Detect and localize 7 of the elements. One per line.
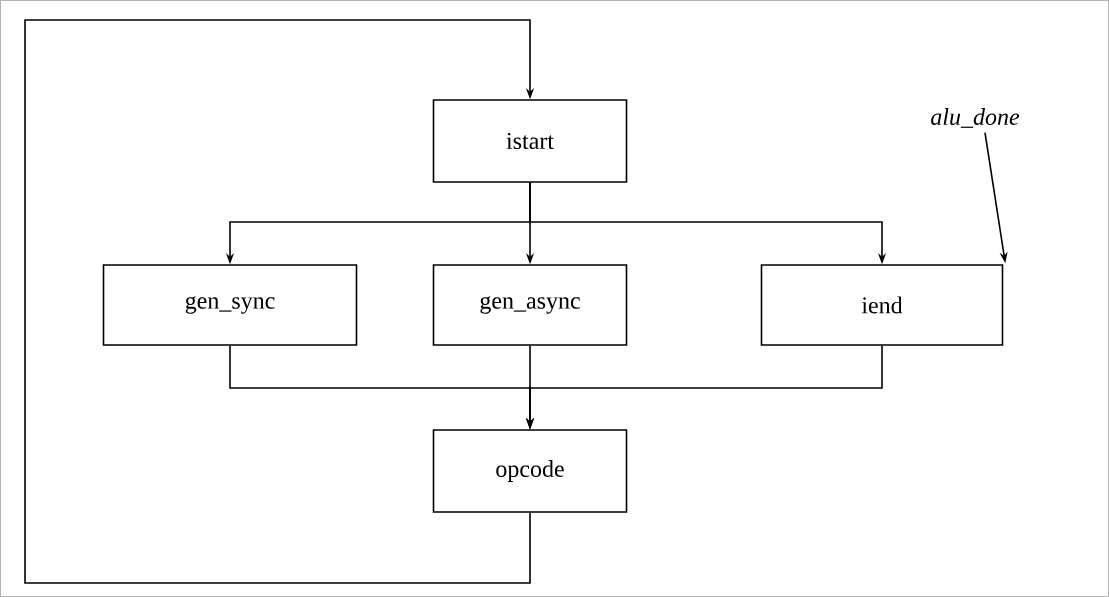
process-box: opcode [432,429,628,513]
process-box: istart [432,99,628,183]
process-box: iend [760,264,1004,346]
process-box: gen_async [432,264,628,346]
process-box: gen_sync [102,264,358,346]
arrow [24,19,535,584]
signal-label: alu_done [931,108,1020,128]
